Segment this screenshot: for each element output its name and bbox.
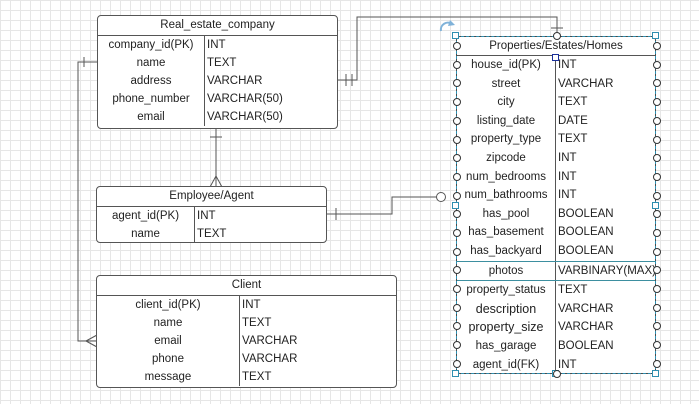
connection-point[interactable] <box>653 248 661 256</box>
resize-handle-top-right[interactable] <box>652 32 659 39</box>
connection-point[interactable] <box>453 266 461 274</box>
connection-point[interactable] <box>453 229 461 237</box>
connection-point[interactable] <box>453 248 461 256</box>
connection-point[interactable] <box>653 79 661 87</box>
table-row[interactable]: company_id(PK)INT <box>108 39 226 51</box>
connection-point[interactable] <box>653 341 661 349</box>
entity-title: Client <box>97 276 396 296</box>
entity-title: Employee/Agent <box>97 187 326 207</box>
entity-title: Real_estate_company <box>98 16 337 36</box>
edge-company-client <box>77 61 97 342</box>
table-row[interactable]: agent_id(PK)INT <box>111 210 216 222</box>
connection-point[interactable] <box>653 304 661 312</box>
connection-point[interactable] <box>653 117 661 125</box>
connection-point[interactable] <box>453 304 461 312</box>
connection-point[interactable] <box>453 192 461 200</box>
connection-point[interactable] <box>453 154 461 162</box>
connection-point[interactable] <box>653 136 661 144</box>
connection-point[interactable] <box>453 79 461 87</box>
connection-point[interactable] <box>453 173 461 181</box>
connection-point[interactable] <box>653 229 661 237</box>
connection-point[interactable] <box>453 98 461 106</box>
connection-point[interactable] <box>653 154 661 162</box>
connection-point[interactable] <box>653 360 661 368</box>
connection-point[interactable] <box>453 117 461 125</box>
rotate-handle-icon[interactable] <box>437 19 457 35</box>
connection-point[interactable] <box>653 42 661 50</box>
connection-point[interactable] <box>453 136 461 144</box>
connection-point[interactable] <box>453 360 461 368</box>
table-row[interactable]: client_id(PK)INT <box>135 299 261 311</box>
connection-point[interactable] <box>453 210 461 218</box>
resize-handle-bottom-left[interactable] <box>452 370 459 377</box>
connection-point[interactable] <box>653 210 661 218</box>
entity-properties[interactable]: Properties/Estates/Homes house_id(PK)INT… <box>456 36 656 375</box>
connection-point[interactable] <box>653 98 661 106</box>
resize-handle-bottom-right[interactable] <box>652 370 659 377</box>
entity-real-estate-company[interactable]: Real_estate_company company_id(PK)INT na… <box>97 15 338 129</box>
connection-point[interactable] <box>453 341 461 349</box>
connection-point[interactable] <box>653 266 661 274</box>
connection-point[interactable] <box>653 192 661 200</box>
connection-point[interactable] <box>653 173 661 181</box>
connection-point[interactable] <box>653 61 661 69</box>
connection-point[interactable] <box>453 322 461 330</box>
resize-handle-top[interactable] <box>552 54 559 61</box>
connection-point[interactable] <box>453 285 461 293</box>
connection-point[interactable] <box>653 322 661 330</box>
resize-handle-top-left[interactable] <box>452 32 459 39</box>
resize-handle-left[interactable] <box>452 202 459 209</box>
connection-point[interactable] <box>453 42 461 50</box>
resize-handle-right[interactable] <box>652 202 659 209</box>
connection-point[interactable] <box>453 61 461 69</box>
connection-point[interactable] <box>553 32 561 40</box>
table-row[interactable]: house_id(PK)INT <box>471 59 577 71</box>
edge-employee-properties <box>327 196 441 215</box>
table-row[interactable]: agent_id(FK)INT <box>472 358 577 371</box>
connection-point[interactable] <box>653 285 661 293</box>
connection-point[interactable] <box>553 370 561 378</box>
